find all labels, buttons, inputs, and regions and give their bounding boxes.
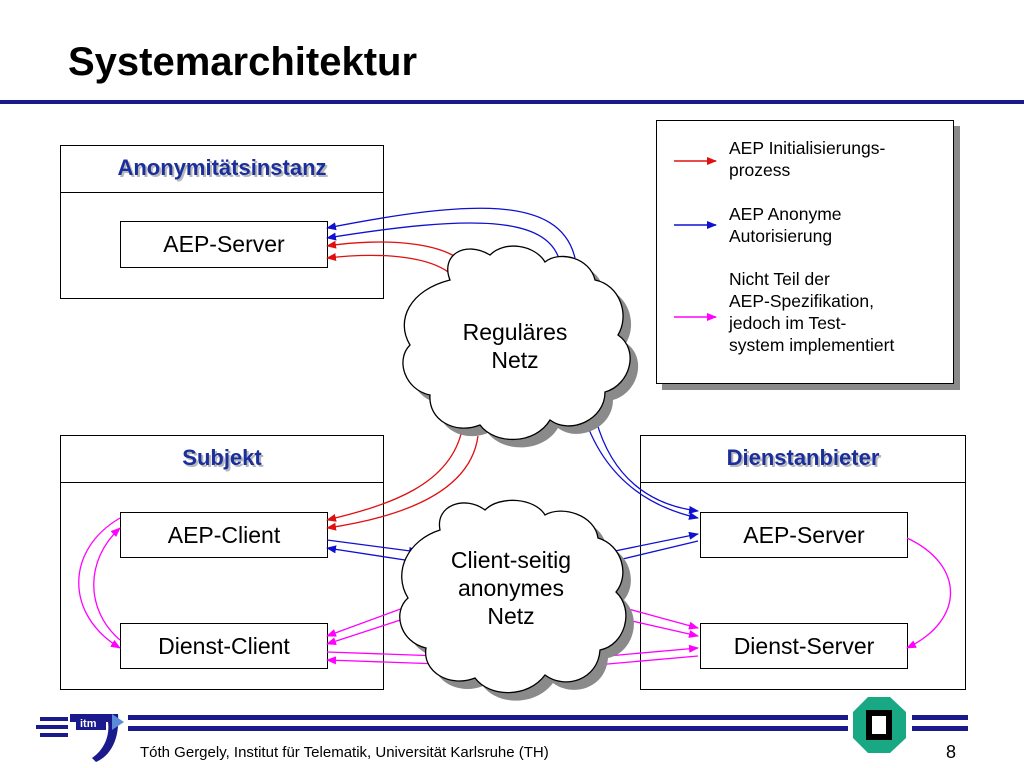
title-rule (0, 100, 1024, 104)
footer-rule-bottom (128, 726, 848, 731)
regular-net-cloud-shape (402, 245, 631, 441)
anonymous-net-cloud-shape (399, 499, 627, 694)
page-title: Systemarchitektur (68, 40, 418, 84)
anonymity-instance-panel: Anonymitätsinstanz AEP-Server (60, 145, 384, 299)
legend-item-auth: AEP Anonyme Autorisierung (729, 204, 842, 246)
anonymity-aep-server-box: AEP-Server (120, 221, 328, 268)
magenta-arrow-service-client-out-1 (326, 651, 441, 660)
service-server-box: Dienst-Server (700, 623, 908, 669)
blue-arrow-anon-net-to-client (326, 545, 419, 563)
footer-rule-right-bottom (912, 726, 968, 731)
red-arrow-to-anon-server-2 (326, 253, 459, 283)
magenta-loop-client-to-service-client (78, 517, 121, 649)
blue-arrow-client-to-anon-net (326, 539, 419, 555)
subject-panel: Subjekt AEP-Client Dienst-Client (60, 435, 384, 690)
itm-logo: itm (36, 714, 124, 762)
red-arrow-to-client-2 (326, 435, 479, 531)
red-arrow-to-client-1 (326, 429, 463, 522)
footer-rule-top (128, 715, 848, 720)
blue-arrow-to-anon-server-2 (326, 222, 561, 263)
blue-arrow-to-anon-server-1 (326, 207, 576, 259)
subject-heading: Subjekt (61, 436, 383, 483)
provider-aep-server-box: AEP-Server (700, 512, 908, 558)
blue-arrow-anon-net-to-provider (609, 531, 699, 553)
blue-arrow-to-provider-2 (595, 419, 699, 514)
anonymity-instance-heading: Anonymitätsinstanz (61, 146, 383, 193)
magenta-loop-provider-server (906, 537, 952, 649)
legend-item-init: AEP Initialisierungs- prozess (729, 138, 886, 180)
legend: AEP Initialisierungs- prozess AEP Anonym… (656, 120, 954, 384)
magenta-loop-service-client-to-client (93, 527, 121, 641)
magenta-arrow-service-client-out-2 (326, 656, 441, 665)
aep-client-box: AEP-Client (120, 512, 328, 558)
service-provider-heading: Dienstanbieter (641, 436, 965, 483)
footer-rule-right-top (912, 715, 968, 720)
legend-item-not-spec: Nicht Teil der AEP-Spezifikation, jedoch… (729, 269, 895, 355)
regular-net-label: Reguläres Netz (462, 319, 568, 373)
service-client-box: Dienst-Client (120, 623, 328, 669)
footer-author: Tóth Gergely, Institut für Telematik, Un… (140, 744, 549, 761)
university-seal-icon (853, 697, 906, 753)
page-number: 8 (946, 742, 957, 762)
anonymous-net-label: Client-seitig anonymes Netz (450, 547, 572, 629)
blue-arrow-provider-to-anon-net (609, 540, 699, 564)
itm-logo-text: itm (80, 718, 97, 730)
